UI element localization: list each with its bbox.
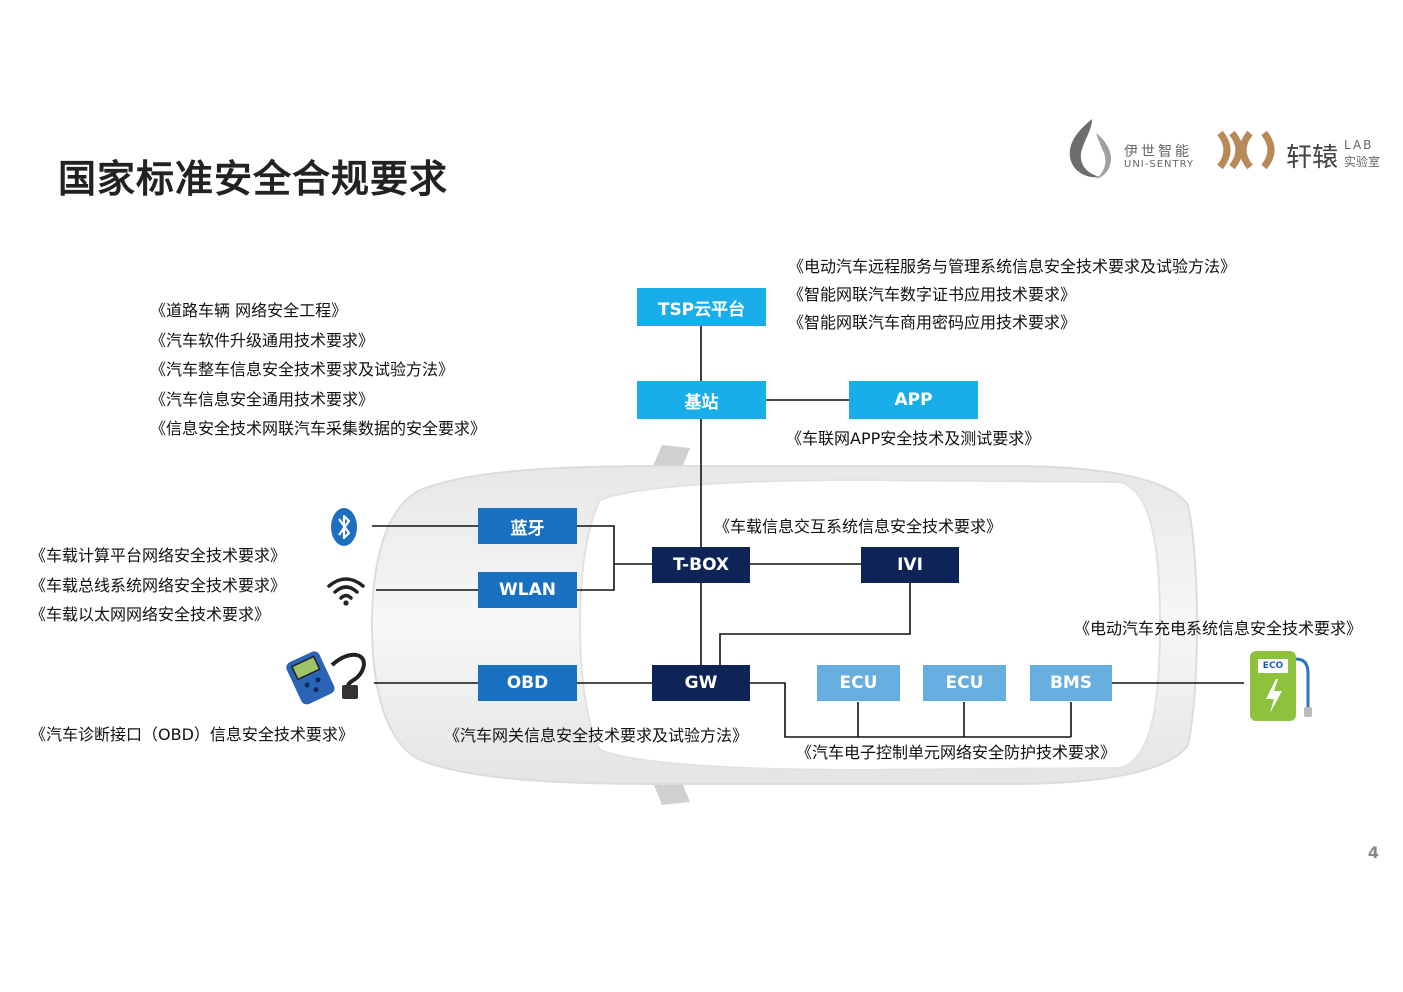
xuanyuan-sub: 实验室 [1344,155,1381,169]
gateway-node: GW [652,665,750,701]
tsp-cloud-node: TSP云平台 [637,288,766,326]
standard-item: 《车载以太网网络安全技术要求》 [30,605,271,624]
standards-left-mid: 《车载计算平台网络安全技术要求》 《车载总线系统网络安全技术要求》 《车载以太网… [30,541,286,630]
obd-node: OBD [478,665,577,701]
standard-item: 《汽车软件升级通用技术要求》 [150,330,375,350]
ivi-node: IVI [861,547,959,583]
connection-lines [372,326,1244,738]
standards-left-top: 《道路车辆 网络安全工程》 《汽车软件升级通用技术要求》 《汽车整车信息安全技术… [150,296,486,444]
bms-node: BMS [1030,665,1112,701]
ecu-node-2: ECU [923,665,1006,701]
ev-charger-icon: ECO [1244,645,1314,723]
bluetooth-icon [330,507,358,547]
standard-item: 《汽车信息安全通用技术要求》 [150,389,375,409]
page-title: 国家标准安全合规要求 [58,157,449,201]
standard-item: 《车载总线系统网络安全技术要求》 [30,575,287,595]
standard-ivi: 《车载信息交互系统信息安全技术要求》 [714,517,1003,536]
bluetooth-node: 蓝牙 [478,508,577,544]
unisentry-logo-icon [1069,119,1112,179]
base-station-node: 基站 [637,381,766,419]
eco-label: ECO [1262,661,1284,671]
standard-item: 《道路车辆 网络安全工程》 [150,301,348,320]
standards-right-top: 《电动汽车远程服务与管理系统信息安全技术要求及试验方法》 《智能网联汽车数字证书… [788,253,1236,337]
standard-item: 《信息安全技术网联汽车采集数据的安全要求》 [150,419,487,438]
standard-app: 《车联网APP安全技术及测试要求》 [786,429,1041,448]
xuanyuan-name: 轩辕 [1286,143,1339,173]
xuanyuan-logo: 轩辕 LAB 实验室 [1216,125,1386,179]
xuanyuan-logo-icon [1217,130,1275,170]
standard-charging: 《电动汽车充电系统信息安全技术要求》 [1074,619,1363,638]
standard-item: 《汽车整车信息安全技术要求及试验方法》 [150,360,455,379]
wlan-node: WLAN [478,572,577,608]
page-number: 4 [1367,843,1379,862]
standard-obd: 《汽车诊断接口（OBD）信息安全技术要求》 [30,725,354,744]
wifi-icon [326,575,366,607]
standard-item: 《电动汽车远程服务与管理系统信息安全技术要求及试验方法》 [788,257,1237,276]
unisentry-name-cn: 伊世智能 [1124,144,1192,160]
standard-item: 《智能网联汽车商用密码应用技术要求》 [788,313,1077,332]
unisentry-logo: 伊世智能 UNI-SENTRY [1062,115,1202,183]
unisentry-name-en: UNI-SENTRY [1124,159,1195,170]
standard-item: 《车载计算平台网络安全技术要求》 [30,546,287,565]
ecu-node-1: ECU [817,665,900,701]
app-node: APP [849,381,978,419]
xuanyuan-lab: LAB [1344,138,1374,152]
tbox-node: T-BOX [652,547,750,583]
standard-ecu: 《汽车电子控制单元网络安全防护技术要求》 [796,743,1117,762]
standard-gateway: 《汽车网关信息安全技术要求及试验方法》 [444,726,749,745]
standard-item: 《智能网联汽车数字证书应用技术要求》 [788,285,1077,304]
obd-scanner-icon [282,645,372,705]
